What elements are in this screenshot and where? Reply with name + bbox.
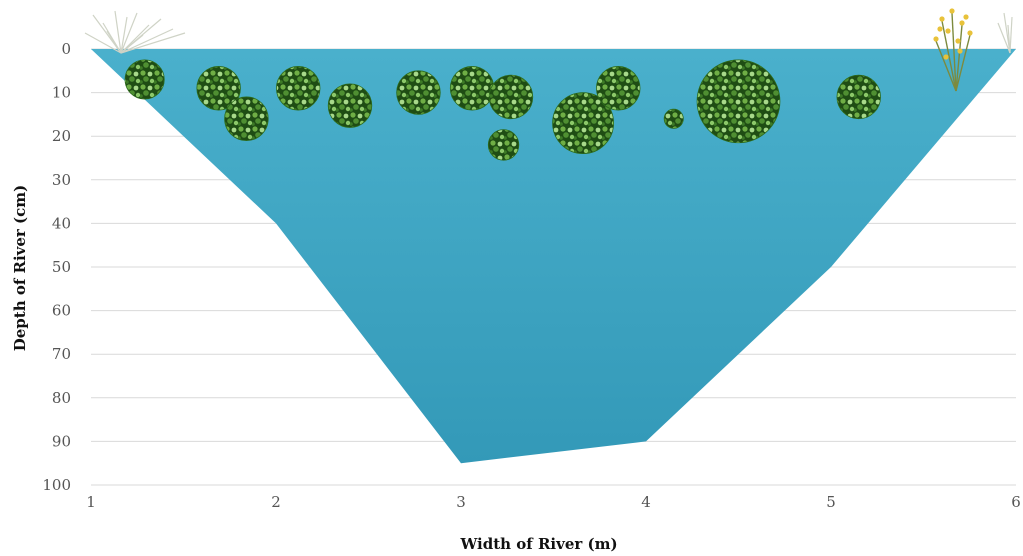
vegetation-fill <box>450 66 494 111</box>
vegetation-outline <box>124 59 165 100</box>
vegetation-fill <box>836 75 881 119</box>
vegetation-fill <box>552 92 614 154</box>
y-tick-label-90: 90 <box>52 432 71 450</box>
vegetation-outline <box>836 74 881 120</box>
y-axis-title: Depth of River (cm) <box>11 185 29 352</box>
y-tick-label-80: 80 <box>52 389 71 407</box>
y-axis-ticks: 0 10 20 30 40 50 60 70 80 90 100 <box>42 40 71 494</box>
y-tick-label-40: 40 <box>52 214 71 232</box>
y-tick-label-60: 60 <box>52 302 71 320</box>
vegetation-outline <box>552 92 615 155</box>
vegetation-fill <box>596 66 641 111</box>
vegetation-outline <box>663 108 684 129</box>
river-area <box>91 49 1016 464</box>
vegetation-fill <box>697 59 780 143</box>
vegetation-outline <box>276 66 321 111</box>
vegetation-circle-4 <box>327 83 373 128</box>
vegetation-fill <box>396 70 441 115</box>
river-profile-area <box>91 49 1016 464</box>
y-tick-label-100: 100 <box>42 476 71 494</box>
vegetation-circle-5 <box>396 70 441 115</box>
vegetation-circle-3 <box>276 66 321 111</box>
x-axis-title: Width of River (m) <box>459 535 617 553</box>
x-axis-ticks: 1 2 3 4 5 6 <box>86 493 1021 511</box>
vegetation-fill <box>125 59 165 100</box>
y-tick-label-0: 0 <box>61 40 71 58</box>
vegetation-fill <box>196 66 241 111</box>
vegetation-circle-12 <box>696 59 781 144</box>
vegetation-circle-1 <box>196 66 241 111</box>
vegetation-outline <box>396 70 441 115</box>
vegetation-fill <box>224 96 269 141</box>
y-tick-label-20: 20 <box>52 127 71 145</box>
x-tick-label-2: 2 <box>271 493 281 511</box>
vegetation-fill <box>276 66 321 111</box>
vegetation-outline <box>696 59 781 144</box>
x-tick-label-1: 1 <box>86 493 96 511</box>
vegetation-outline <box>327 83 373 128</box>
vegetation-fill <box>664 109 684 129</box>
vegetation-circle-2 <box>224 96 269 141</box>
left-bank-grass-icon <box>84 10 186 54</box>
y-tick-label-30: 30 <box>52 171 71 189</box>
vegetation-circle-11 <box>663 108 684 129</box>
y-tick-label-50: 50 <box>52 258 71 276</box>
vegetation-layer <box>124 59 881 161</box>
x-tick-label-4: 4 <box>641 493 651 511</box>
vegetation-fill <box>489 75 533 119</box>
vegetation-circle-8 <box>487 129 520 161</box>
vegetation-outline <box>196 66 241 111</box>
vegetation-circle-0 <box>124 59 165 100</box>
vegetation-fill <box>488 129 519 161</box>
right-bank-grass-icon <box>997 12 1013 54</box>
vegetation-outline <box>488 74 534 120</box>
vegetation-fill <box>328 83 372 128</box>
x-tick-label-5: 5 <box>826 493 836 511</box>
vegetation-outline <box>487 129 520 161</box>
y-tick-label-70: 70 <box>52 345 71 363</box>
right-bank-flower-icon <box>933 8 973 92</box>
y-tick-label-10: 10 <box>52 84 71 102</box>
bank-plants <box>84 8 1013 92</box>
vegetation-circle-13 <box>836 74 881 120</box>
vegetation-circle-10 <box>596 66 641 111</box>
x-tick-label-6: 6 <box>1011 493 1021 511</box>
x-tick-label-3: 3 <box>456 493 466 511</box>
vegetation-circle-9 <box>552 92 615 155</box>
vegetation-circle-7 <box>488 74 534 120</box>
vegetation-circle-6 <box>449 66 495 111</box>
vegetation-outline <box>596 66 641 111</box>
vegetation-outline <box>224 96 269 141</box>
